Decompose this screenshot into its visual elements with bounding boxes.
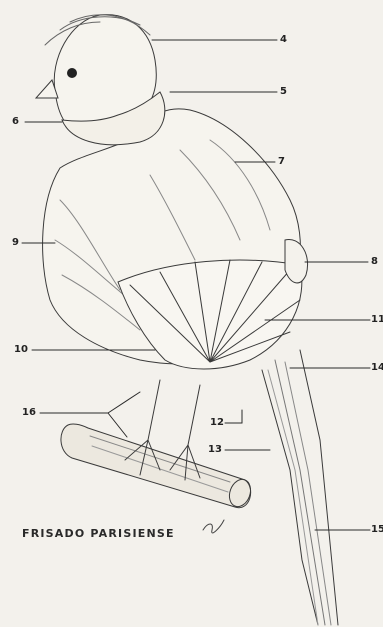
callout-10: 10 bbox=[14, 344, 28, 356]
perch-drawing bbox=[61, 424, 254, 510]
callout-9: 9 bbox=[12, 237, 19, 249]
callout-7: 7 bbox=[278, 156, 285, 168]
callout-6: 6 bbox=[12, 116, 19, 128]
callout-5: 5 bbox=[280, 86, 287, 98]
callout-16-branch-a bbox=[108, 392, 140, 413]
callout-8: 8 bbox=[371, 256, 378, 268]
callout-12: 12 bbox=[210, 417, 224, 429]
callout-16: 16 bbox=[22, 407, 36, 419]
figure-caption: FRISADO PARISIENSE bbox=[22, 527, 175, 540]
callout-15: 15 bbox=[371, 524, 383, 536]
eye-drawing bbox=[67, 68, 77, 78]
artist-signature-drawing bbox=[203, 520, 224, 533]
tail-drawing bbox=[262, 350, 338, 625]
callout-4: 4 bbox=[280, 34, 287, 46]
callout-14: 14 bbox=[371, 362, 383, 374]
shoulder-tuft-drawing bbox=[285, 239, 308, 282]
callout-11: 11 bbox=[371, 314, 383, 326]
callout-13: 13 bbox=[208, 444, 222, 456]
callout-16-branch-b bbox=[108, 413, 127, 437]
